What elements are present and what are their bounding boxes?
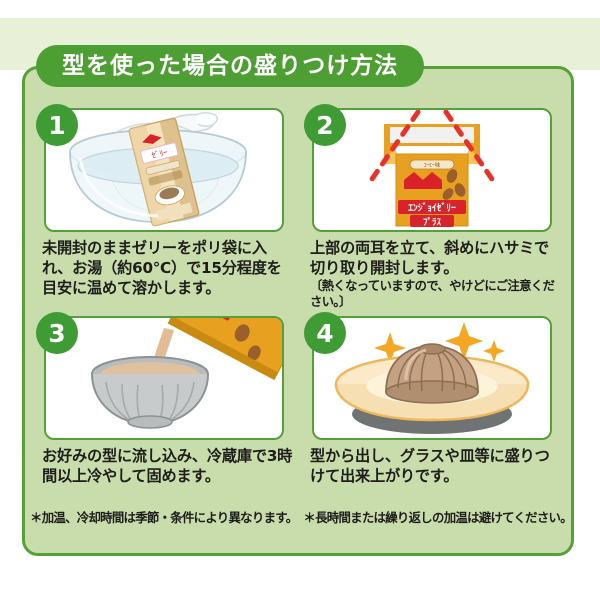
steps-grid: ｾﾞﾘｰ 1 未開封のままゼリーをポリ袋に入れ、お湯（約60℃）で15分程度を目… xyxy=(36,104,564,504)
step-2-number: 2 xyxy=(304,104,346,146)
step-2-caption-text: 上部の両耳を立て、斜めにハサミで切り取り開封します。 xyxy=(310,239,550,278)
step-2-caption: 上部の両耳を立て、斜めにハサミで切り取り開封します。 〔熱くなっていますので、や… xyxy=(310,238,562,310)
svg-text:ﾌﾟﾗｽ: ﾌﾟﾗｽ xyxy=(423,216,442,228)
footnote-2: ＊長時間または繰り返しの加温は避けてください。 xyxy=(303,510,572,525)
step-3-illustration: ｾﾞﾘｰ xyxy=(44,316,284,440)
page-title: 型を使った場合の盛りつけ方法 xyxy=(62,52,399,79)
step-3-caption: お好みの型に流し込み、冷蔵庫で3時間以上冷やして固めます。 xyxy=(42,447,293,486)
svg-text:ｴﾝｼﾞｮｲｾﾞﾘｰ: ｴﾝｼﾞｮｲｾﾞﾘｰ xyxy=(408,202,456,214)
finished-jelly-plate-icon xyxy=(334,322,530,434)
step-4-illustration xyxy=(312,316,552,440)
step-3: ｾﾞﾘｰ xyxy=(36,312,292,512)
step-1-number: 1 xyxy=(36,104,78,146)
step-2-note: 〔熱くなっていますので、やけどにご注意ください。〕 xyxy=(310,279,555,309)
step-3-number: 3 xyxy=(36,312,78,354)
step-2-illustration: ｺｰﾋｰ味 ｴﾝｼﾞｮｲｾﾞﾘｰ ﾌﾟﾗｽ xyxy=(312,108,552,232)
package-cut-lines-icon: ｺｰﾋｰ味 ｴﾝｼﾞｮｲｾﾞﾘｰ ﾌﾟﾗｽ xyxy=(367,110,497,228)
sparkle-icon xyxy=(374,322,505,364)
step-4-caption: 型から出し、グラスや皿等に盛りつけて出来上がりです。 xyxy=(310,447,550,486)
step-1-caption: 未開封のままゼリーをポリ袋に入れ、お湯（約60℃）で15分程度を目安に温めて溶か… xyxy=(42,239,282,298)
step-4: 4 型から出し、グラスや皿等に盛りつけて出来上がりです。 xyxy=(304,312,560,512)
pour-into-mold-icon: ｾﾞﾘｰ xyxy=(91,318,282,429)
step-2: ｺｰﾋｰ味 ｴﾝｼﾞｮｲｾﾞﾘｰ ﾌﾟﾗｽ xyxy=(304,104,560,309)
step-1: ｾﾞﾘｰ 1 未開封のままゼリーをポリ袋に入れ、お湯（約60℃）で15分程度を目… xyxy=(36,104,292,304)
step-4-number: 4 xyxy=(304,312,346,354)
jelly-pack-in-bag-in-bowl-icon: ｾﾞﾘｰ xyxy=(69,112,247,227)
svg-text:ｾﾞﾘｰ: ｾﾞﾘｰ xyxy=(151,148,169,161)
footnote-1: ＊加温、冷却時間は季節・条件により異なります。 xyxy=(30,510,298,525)
svg-text:ｺｰﾋｰ味: ｺｰﾋｰ味 xyxy=(424,161,441,169)
page-title-pill: 型を使った場合の盛りつけ方法 xyxy=(36,45,425,87)
footnotes: ＊加温、冷却時間は季節・条件により異なります。 ＊長時間または繰り返しの加温は避… xyxy=(30,508,575,526)
step-1-illustration: ｾﾞﾘｰ xyxy=(44,108,284,232)
